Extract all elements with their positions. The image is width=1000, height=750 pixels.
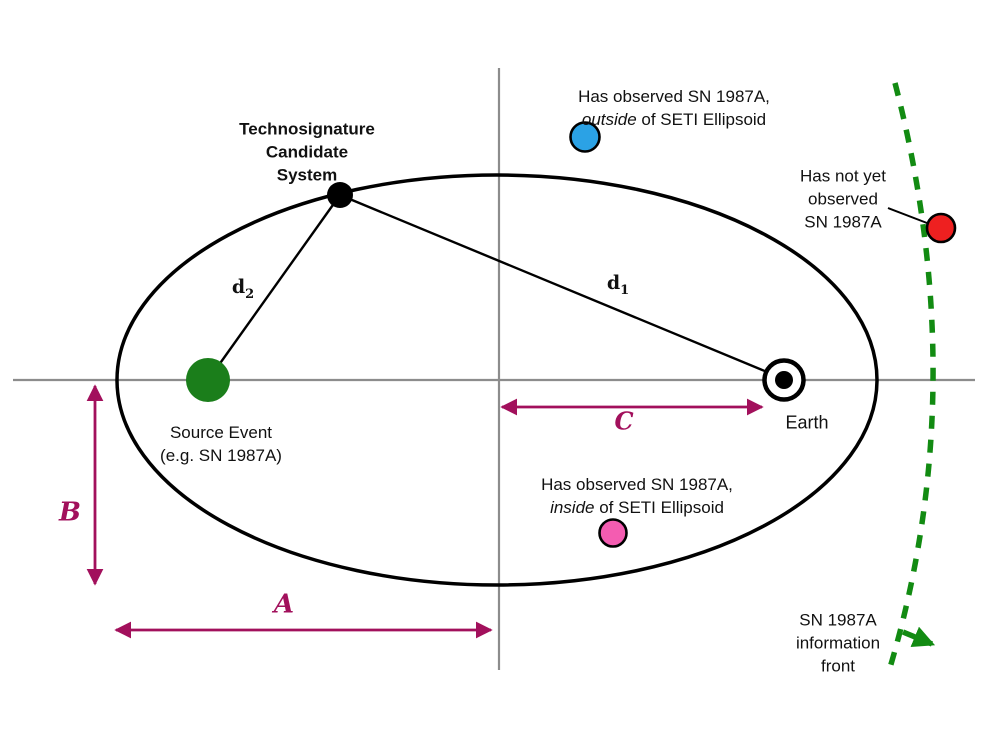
inside-observer-label-line1: Has observed SN 1987A, xyxy=(541,475,733,494)
source-event-dot xyxy=(186,358,230,402)
technosignature-label-line3: System xyxy=(276,165,338,185)
semi-major-axis-label: A xyxy=(273,589,295,620)
technosignature-label-line2: Candidate xyxy=(265,142,349,162)
semi-minor-axis-label: B xyxy=(59,497,81,528)
outside-observer-label-line2: outside of SETI Ellipsoid xyxy=(581,110,767,129)
earth-core-dot xyxy=(775,371,793,389)
not-yet-pointer-line xyxy=(887,207,928,224)
outside-observer-label: Has observed SN 1987A, outside of SETI E… xyxy=(578,85,770,131)
technosignature-label-line1: Technosignature xyxy=(239,119,375,139)
seti-ellipsoid-ellipse xyxy=(115,173,879,587)
technosignature-dot xyxy=(327,182,353,208)
information-front-label-line3: front xyxy=(820,656,856,676)
inside-observer-label: Has observed SN 1987A, inside of SETI El… xyxy=(541,473,733,519)
information-front-label-line1: SN 1987A xyxy=(799,610,877,630)
information-front-arrow xyxy=(901,626,936,648)
information-front-label-line2: information xyxy=(795,633,881,653)
information-front-label: SN 1987A information front xyxy=(796,609,880,678)
not-yet-observer-dot xyxy=(925,212,957,244)
source-event-label: Source Event (e.g. SN 1987A) xyxy=(160,421,282,467)
earth-label: Earth xyxy=(785,412,829,433)
information-front-dashed-curve xyxy=(886,82,936,672)
center-distance-label: C xyxy=(614,406,634,436)
not-yet-observer-label: Has not yet observed SN 1987A xyxy=(800,165,886,234)
not-yet-observer-label-line1: Has not yet xyxy=(800,166,886,186)
source-event-label-line2: (e.g. SN 1987A) xyxy=(160,446,282,465)
technosignature-label: Technosignature Candidate System xyxy=(239,118,375,187)
outside-observer-label-line1: Has observed SN 1987A, xyxy=(578,87,770,106)
d2-label: d2 xyxy=(231,276,255,302)
not-yet-observer-label-line2: observed xyxy=(808,189,878,209)
source-event-label-line1: Source Event xyxy=(169,423,273,442)
inside-observer-label-line2: inside of SETI Ellipsoid xyxy=(550,498,724,517)
sightline-d2 xyxy=(210,194,341,377)
outside-observer-dot xyxy=(569,121,601,153)
sightline-d1 xyxy=(339,193,785,381)
d1-label: d1 xyxy=(606,272,630,298)
inside-observer-dot xyxy=(598,518,628,548)
not-yet-observer-label-line3: SN 1987A xyxy=(804,212,882,232)
